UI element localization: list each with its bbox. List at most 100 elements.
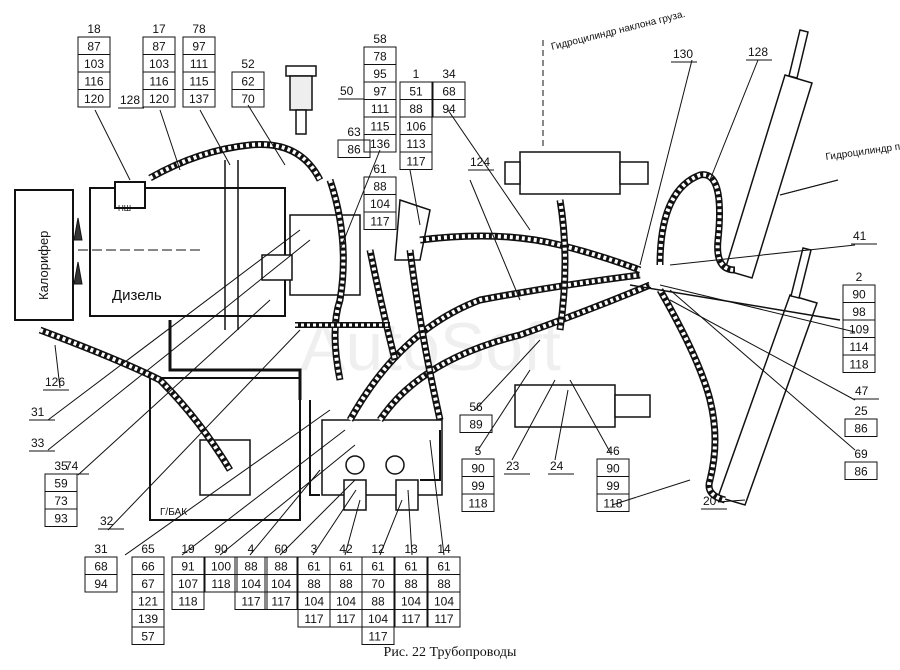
callout-number: 118 (603, 497, 622, 511)
leader-line (344, 499, 361, 556)
callout-frame (84, 556, 118, 593)
callout-number: 66 (141, 560, 155, 574)
callout-number: 78 (373, 50, 387, 64)
leader-line (709, 59, 759, 181)
tilt-cylinder (504, 151, 649, 195)
lift-cylinder-label: Гидроцилиндр подъёма груза. (825, 133, 900, 163)
callout-number: 46 (606, 444, 620, 458)
callout-number: 88 (307, 577, 321, 591)
distributor-block (261, 214, 443, 511)
callout-number: 88 (371, 595, 385, 609)
callout-frame (231, 71, 265, 108)
callout-number: 88 (373, 180, 387, 194)
callout-number: 87 (152, 40, 166, 54)
leader-lines (47, 59, 856, 556)
diesel-label: Дизель (112, 287, 162, 304)
callout-number: 99 (471, 479, 485, 493)
callout-number: 90 (852, 288, 866, 302)
radiator-label: Калорифер (36, 231, 51, 300)
callout-number: 61 (373, 162, 387, 176)
callout-number: 117 (370, 215, 389, 229)
callout-number: 65 (141, 542, 155, 556)
callout-frame (182, 36, 216, 108)
lower-cylinder (514, 384, 651, 428)
callout-number: 99 (606, 479, 620, 493)
leader-line (554, 389, 569, 461)
callout-number: 35 (54, 459, 68, 473)
callout-number: 88 (244, 560, 258, 574)
callout-number: 61 (307, 560, 321, 574)
callout-number: 90 (214, 542, 228, 556)
filter (285, 65, 317, 135)
callout-number: 91 (181, 560, 195, 574)
part-label-24: 24 (550, 459, 564, 473)
callout-number: 17 (152, 22, 166, 36)
leader-line (669, 244, 856, 266)
callout-number: 78 (192, 22, 206, 36)
callout-number: 111 (190, 57, 209, 71)
leader-line (54, 344, 61, 389)
callout-number: 88 (339, 577, 353, 591)
callout-number: 114 (849, 340, 868, 354)
leader-line (511, 379, 556, 461)
leader-line (124, 409, 331, 556)
leader-line (474, 339, 541, 411)
callout-number: 60 (274, 542, 288, 556)
figure-caption: Рис. 22 Трубопроводы (383, 645, 517, 660)
part-label-124: 124 (470, 155, 490, 169)
lift-cylinder-upper (724, 29, 813, 279)
leader-line (47, 239, 311, 451)
callout-number: 34 (442, 67, 456, 81)
fan-icon (73, 217, 200, 285)
callout-number: 86 (854, 465, 868, 479)
callout-number: 95 (373, 67, 387, 81)
leader-line (249, 469, 321, 556)
callout-frame (459, 414, 493, 433)
leader-line (181, 429, 346, 556)
callout-number: 14 (437, 542, 451, 556)
callout-number: 61 (437, 560, 451, 574)
callout-frame (171, 556, 205, 610)
callout-number: 70 (371, 577, 385, 591)
callout-frame (142, 36, 176, 108)
callout-number: 5 (475, 444, 482, 458)
callout-number: 88 (274, 560, 288, 574)
callout-number: 104 (336, 595, 356, 609)
callout-number: 116 (84, 75, 103, 89)
callout-number: 109 (849, 323, 869, 337)
callout-number: 118 (849, 358, 868, 372)
callout-number: 104 (368, 612, 388, 626)
callout-frame (77, 36, 111, 108)
leader-line (611, 479, 691, 506)
leader-line (659, 284, 856, 333)
callout-number: 104 (401, 595, 421, 609)
callout-number: 18 (87, 22, 101, 36)
callout-number: 120 (84, 92, 104, 106)
callout-number: 70 (241, 92, 255, 106)
callout-number: 86 (347, 143, 361, 157)
callout-number: 68 (442, 85, 456, 99)
callout-number: 87 (87, 40, 101, 54)
callout-number: 117 (241, 595, 260, 609)
callout-number: 118 (468, 497, 487, 511)
callout-frame (264, 556, 298, 610)
part-label-130: 130 (673, 47, 693, 61)
radiator: Калорифер (14, 189, 74, 321)
callout-number: 111 (371, 102, 390, 116)
callout-number: 117 (336, 612, 355, 626)
callout-number: 86 (854, 422, 868, 436)
lift-cylinder-lower (717, 247, 818, 506)
leader-line (199, 109, 231, 166)
callout-number: 88 (404, 577, 418, 591)
callout-number: 58 (373, 32, 387, 46)
